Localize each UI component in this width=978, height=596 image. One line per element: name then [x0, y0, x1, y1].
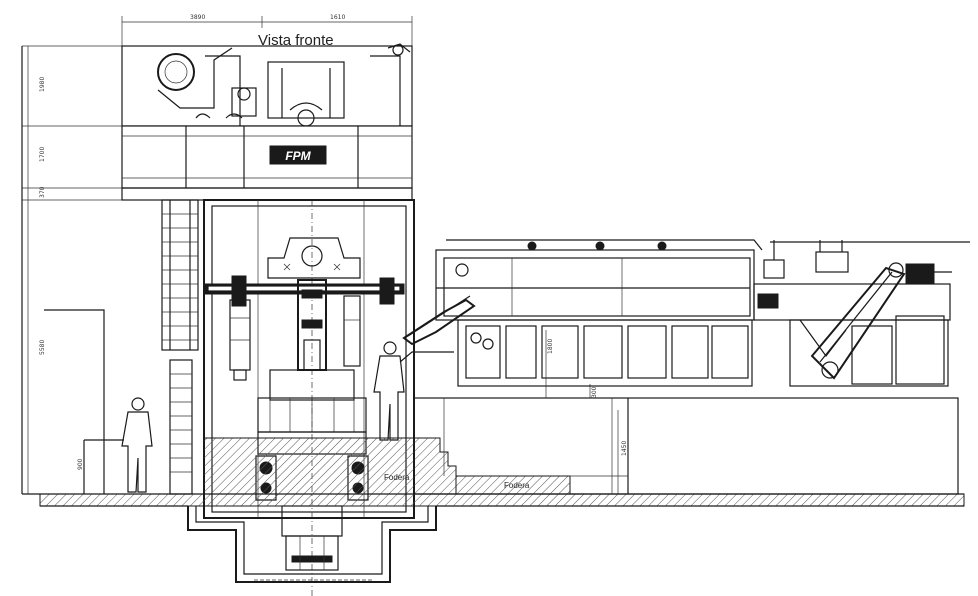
human-figure-center [373, 341, 454, 441]
label-fodera-right: Fodera [504, 481, 530, 490]
label-fodera-left: Fodera [384, 473, 410, 482]
dim-step: 900 [77, 458, 84, 470]
view-title: Vista fronte [258, 32, 334, 49]
top-hoist-assembly [121, 43, 413, 127]
elevator-unit [753, 240, 970, 387]
upper-platform: FPM [121, 125, 413, 201]
foundation: Fodera Fodera [22, 437, 965, 583]
dim-left-2: 1700 [39, 147, 46, 162]
left-wall: 900 [21, 46, 124, 494]
dim-lower: 300 [591, 386, 598, 398]
human-figure-left [121, 397, 153, 493]
fpm-logo: FPM [285, 149, 311, 163]
dim-left-1: 1980 [39, 77, 46, 92]
left-dimension-lines: 1980 1700 370 5580 [22, 45, 200, 495]
dim-top-b: 1610 [330, 14, 345, 21]
dim-left-3: 370 [39, 186, 46, 198]
conveyor-unit: 1800 [402, 239, 763, 398]
top-dimension-lines: 3890 1610 [121, 14, 413, 48]
ladder [161, 199, 199, 495]
dim-pit: 1450 [621, 441, 628, 456]
dim-top-a: 3890 [190, 14, 205, 21]
right-platform: 300 1450 [413, 384, 959, 495]
dim-left-4: 5580 [39, 340, 46, 355]
dim-frame-height: 1800 [547, 339, 554, 354]
